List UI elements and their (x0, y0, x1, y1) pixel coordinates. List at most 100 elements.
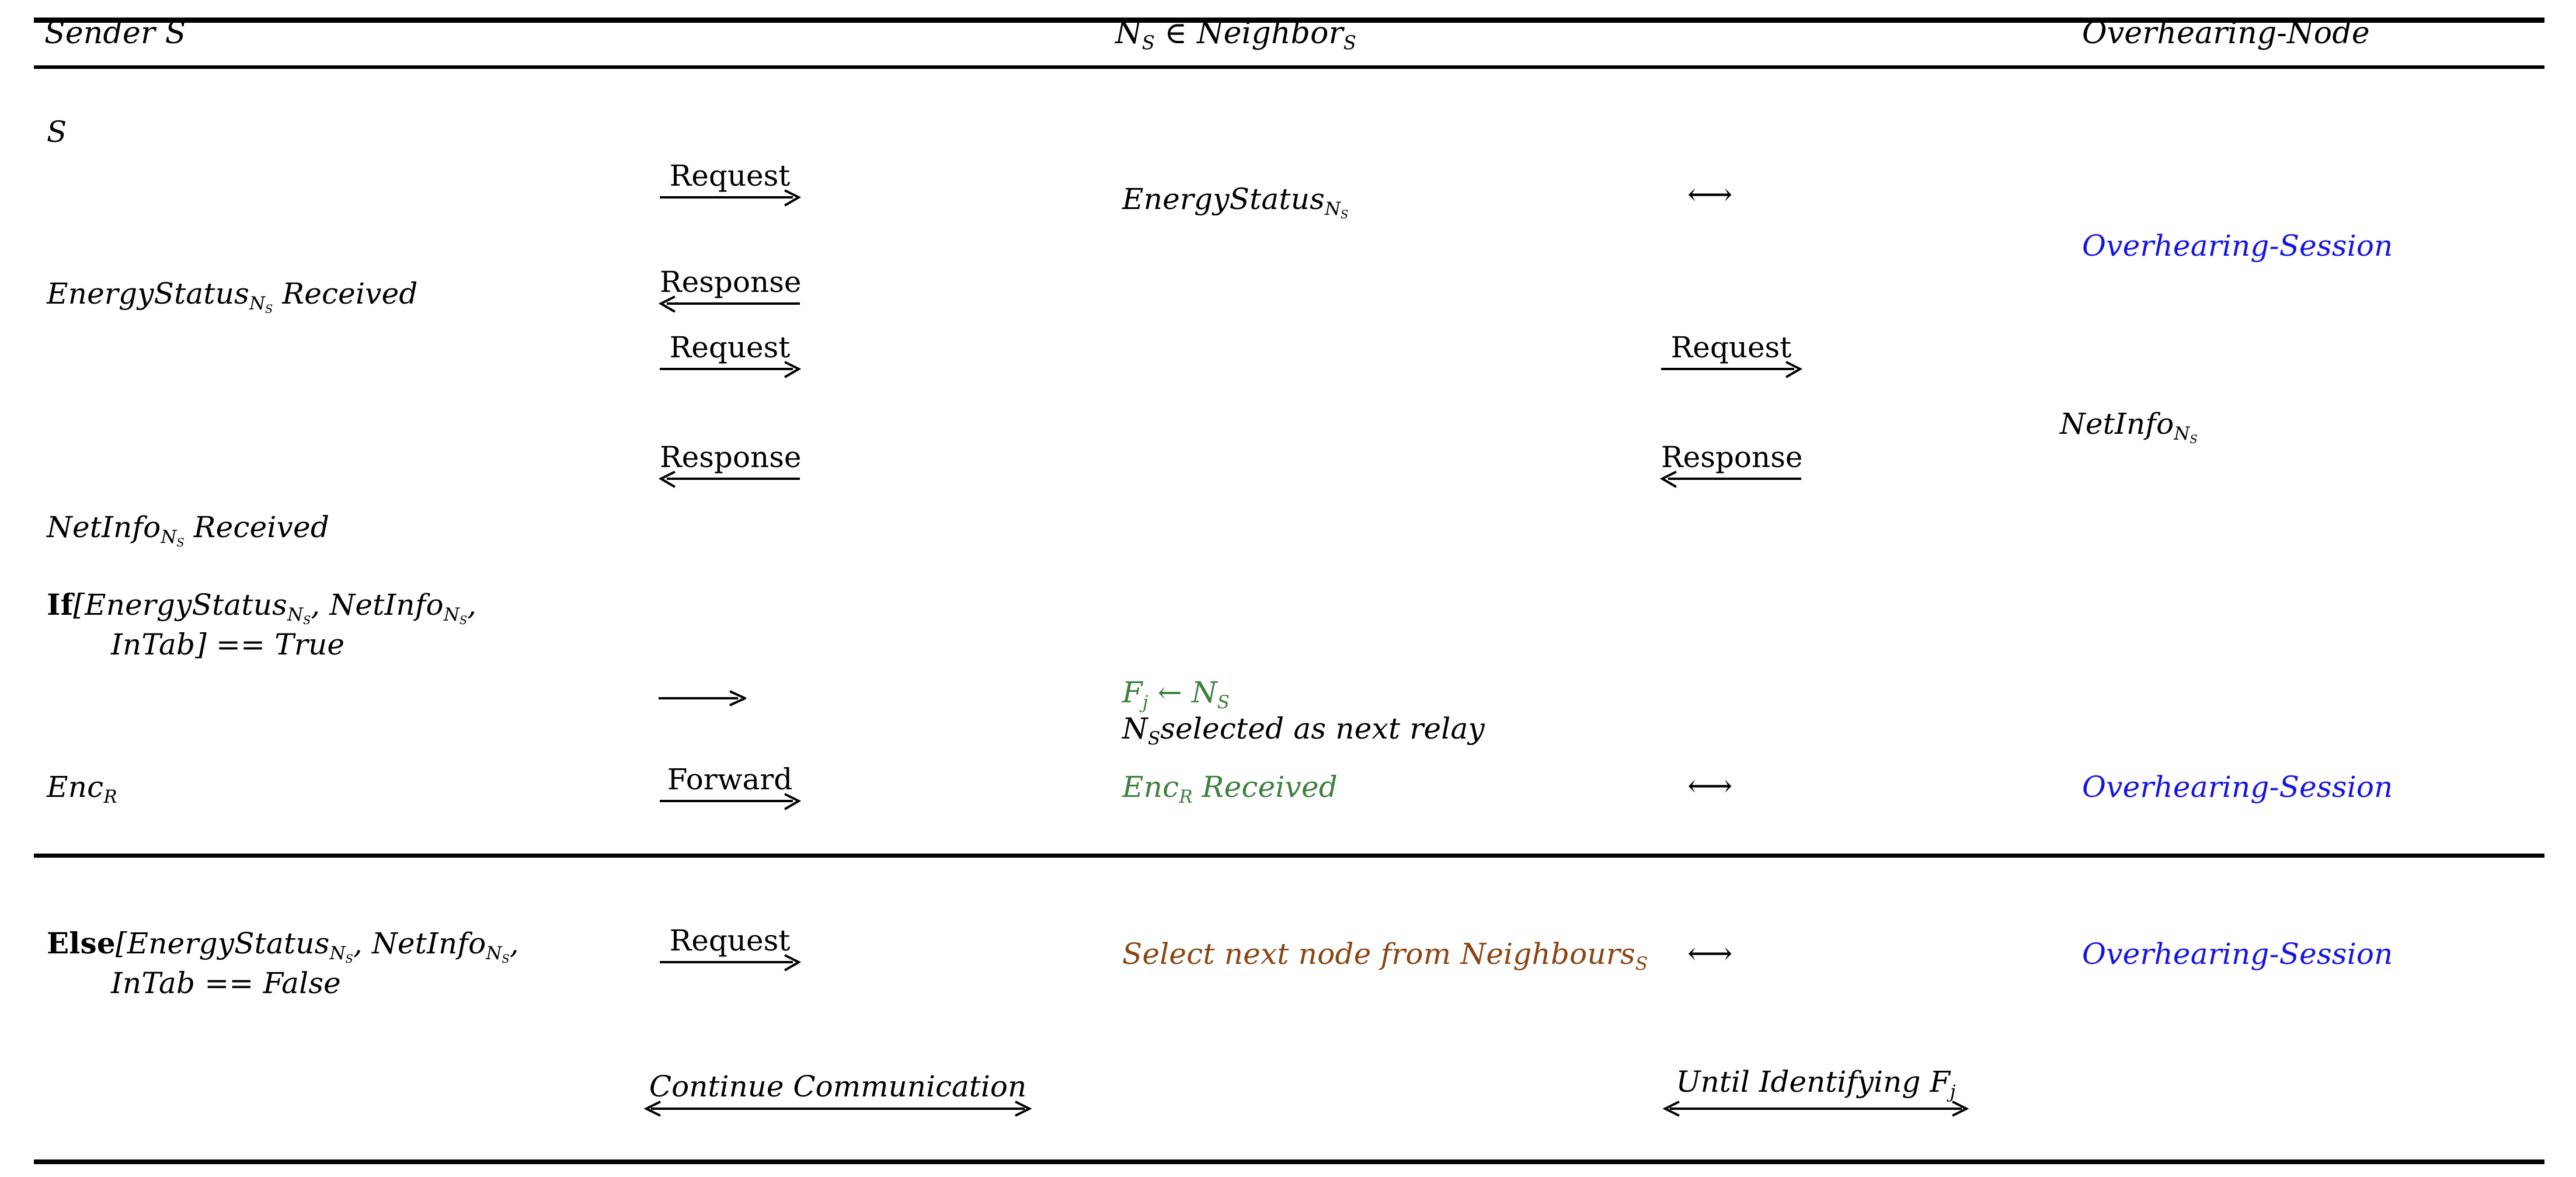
if-condition-line-1: If[EnergyStatusNS, NetInfoNS, (47, 587, 477, 628)
header-neighbor-mid: ∈ Neighbor (1154, 16, 1343, 51)
header-neighbor-n: N (1115, 16, 1142, 51)
arrow-until-sub: j (1950, 1081, 1956, 1102)
if-line1-sub: NS (287, 604, 311, 628)
if-value-true: True (274, 628, 345, 661)
arrow-response-2: Response (658, 438, 802, 488)
arrow-forward-1: Forward (660, 760, 802, 810)
select-next-text: Select next node from Neighbours (1122, 937, 1635, 971)
table-rule-bottom (34, 1159, 2544, 1164)
relay-note-rest: selected as next relay (1160, 712, 1485, 746)
arrow-until-label: Until Identifying Fj (1664, 1067, 1968, 1101)
netinfo-received-sub: NS (161, 526, 185, 550)
if-line1-end: , (467, 588, 477, 622)
relay-f-sub: j (1142, 691, 1148, 713)
relay-note-n: N (1122, 712, 1148, 746)
relay-f: F (1122, 675, 1143, 709)
table-rule-top (34, 18, 2544, 23)
else-line1-mid: , NetInfo (353, 927, 486, 960)
arrow-request-3-label: Request (1670, 330, 1792, 364)
relay-note-n-sub: S (1147, 727, 1161, 749)
relay-n-sub: S (1217, 691, 1230, 713)
overhearing-netinfo: NetInfoNS (2060, 409, 2198, 445)
arrow-bidirectional-icon (643, 1101, 1032, 1117)
arrow-continue-communication: Continue Communication (643, 1067, 1032, 1117)
arrow-left-icon (658, 295, 800, 313)
if-keyword: If (47, 587, 74, 622)
energy-received-sub: NS (249, 292, 273, 316)
else-keyword: Else (47, 926, 116, 960)
arrow-response-2-label: Response (660, 440, 802, 474)
bidir-marker-3: ⟷ (1687, 935, 1733, 971)
arrow-left-icon (658, 471, 800, 488)
else-line1-sub2: NS (486, 942, 510, 966)
arrow-right-icon (1661, 361, 1803, 378)
netinfo-received-suffix: Received (184, 510, 330, 544)
energy-received-suffix: Received (273, 277, 418, 311)
if-line1-sub2: NS (443, 604, 468, 628)
middle-energy-status: EnergyStatusNS (1122, 184, 1348, 221)
arrow-response-3: Response (1659, 438, 1802, 488)
select-next-sub: S (1635, 953, 1648, 974)
netinfo-base: NetInfo (2060, 407, 2174, 441)
enc-received-suffix: Received (1192, 770, 1338, 804)
arrow-request-4-label: Request (669, 924, 791, 957)
else-line2-pre: InTab == (111, 966, 263, 1000)
column-header-overhearing: Overhearing-Node (2082, 16, 2370, 51)
overhearing-session-3: Overhearing-Session (2082, 937, 2393, 971)
arrow-right-icon (659, 690, 748, 706)
enc-base: Enc (47, 770, 104, 804)
else-line1-end: , (509, 927, 519, 960)
else-condition-line-2: InTab == False (111, 968, 341, 999)
arrow-request-2: Request (660, 328, 802, 378)
sender-netinfo-received: NetInfoNS Received (47, 512, 329, 549)
bidir-marker-2: ⟷ (1687, 767, 1733, 804)
header-neighbor-tail-sub: S (1343, 32, 1356, 54)
arrow-right-icon (660, 954, 802, 971)
arrow-request-4: Request (660, 921, 802, 971)
header-neighbor-n-sub: S (1141, 32, 1155, 54)
sender-enc: EncR (47, 772, 117, 806)
arrow-request-3: Request (1661, 328, 1803, 378)
middle-enc-received: EncR Received (1122, 772, 1338, 806)
enc-received-base: Enc (1122, 770, 1179, 804)
sender-label: S (47, 115, 67, 149)
if-line1-mid: , NetInfo (311, 588, 444, 622)
if-condition-line-2: InTab] == True (111, 629, 344, 660)
arrow-plain-1 (659, 690, 748, 710)
overhearing-session-1: Overhearing-Session (2082, 229, 2393, 263)
arrow-request-1: Request (660, 156, 802, 207)
netinfo-sub: NS (2174, 423, 2198, 447)
enc-received-sub: R (1179, 786, 1193, 807)
arrow-response-1: Response (658, 263, 802, 313)
arrow-forward-1-label: Forward (667, 762, 793, 796)
select-next-node: Select next node from NeighboursS (1122, 939, 1648, 973)
arrow-continue-label: Continue Communication (649, 1070, 1027, 1103)
energy-status-sub: NS (1324, 198, 1349, 222)
if-line1-open: [EnergyStatus (73, 588, 287, 622)
bidir-marker-1: ⟷ (1687, 176, 1733, 213)
arrow-request-1-label: Request (669, 159, 791, 193)
arrow-response-1-label: Response (660, 265, 802, 299)
column-header-sender: Sender S (44, 16, 186, 51)
energy-status-base: EnergyStatus (1122, 182, 1325, 216)
sender-energy-received: EnergyStatusNS Received (47, 278, 418, 315)
relay-arrow: ← (1148, 675, 1192, 709)
arrow-request-2-label: Request (669, 330, 791, 364)
enc-sub: R (103, 786, 117, 807)
energy-received-base: EnergyStatus (47, 277, 249, 311)
if-line2-pre: InTab] == (111, 628, 275, 661)
arrow-right-icon (660, 793, 802, 810)
else-line1-open: [EnergyStatus (115, 927, 330, 960)
arrow-right-icon (660, 361, 802, 378)
arrow-right-icon (660, 189, 802, 207)
else-line1-sub: NS (329, 942, 353, 966)
relay-assignment: Fj ← NS (1122, 677, 1230, 712)
column-header-neighbor: NS ∈ NeighborS (1115, 18, 1356, 53)
table-rule-middle (34, 854, 2544, 858)
table-rule-header (34, 65, 2544, 69)
else-value-false: False (263, 966, 341, 1000)
overhearing-session-2: Overhearing-Session (2082, 770, 2393, 804)
relay-note: NSselected as next relay (1122, 713, 1485, 748)
arrow-until-identifying: Until Identifying Fj (1662, 1067, 1969, 1117)
